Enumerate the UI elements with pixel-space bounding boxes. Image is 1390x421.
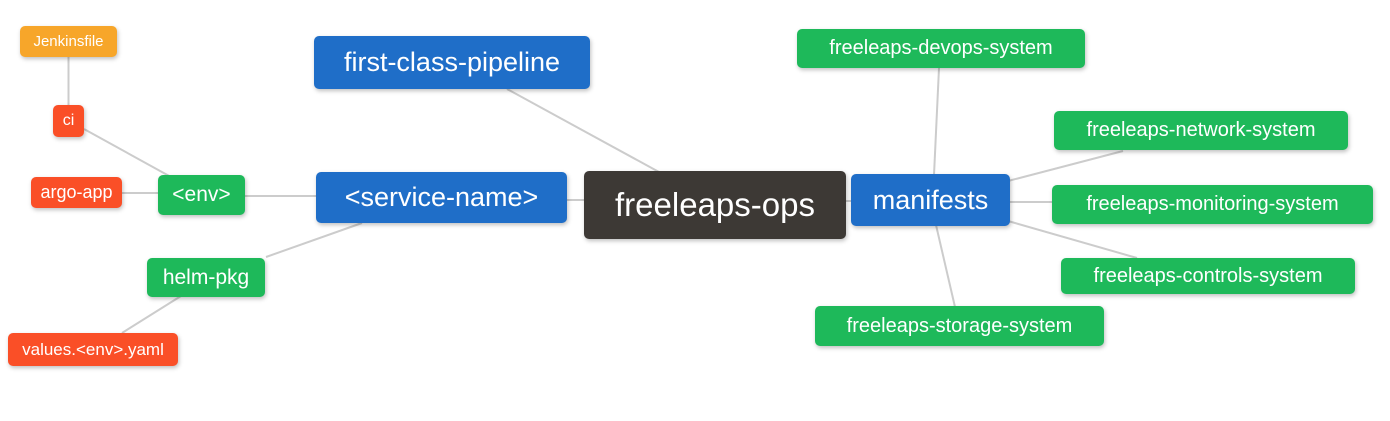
node-first-class-pipeline[interactable]: first-class-pipeline bbox=[314, 36, 590, 89]
edge-manifests-network-system bbox=[1007, 150, 1124, 182]
node-freeleaps-monitoring-system[interactable]: freeleaps-monitoring-system bbox=[1052, 185, 1373, 224]
node-freeleaps-controls-system[interactable]: freeleaps-controls-system bbox=[1061, 258, 1355, 294]
edge-first-class-pipeline-ops bbox=[506, 88, 660, 173]
edge-manifests-devops-system bbox=[933, 67, 940, 176]
node-jenkinsfile[interactable]: Jenkinsfile bbox=[20, 26, 117, 57]
node-manifests[interactable]: manifests bbox=[851, 174, 1010, 226]
node-service-name[interactable]: <service-name> bbox=[316, 172, 567, 223]
edge-values-env-yaml-helm-pkg bbox=[121, 295, 182, 334]
node-values-env-yaml[interactable]: values.<env>.yaml bbox=[8, 333, 178, 366]
node-argo-app[interactable]: argo-app bbox=[31, 177, 122, 208]
edge-manifests-controls-system bbox=[1007, 220, 1138, 259]
node-ci[interactable]: ci bbox=[53, 105, 84, 137]
node-helm-pkg[interactable]: helm-pkg bbox=[147, 258, 265, 297]
node-freeleaps-ops-root[interactable]: freeleaps-ops bbox=[584, 171, 846, 239]
edge-service-name-helm-pkg bbox=[265, 222, 363, 258]
node-freeleaps-storage-system[interactable]: freeleaps-storage-system bbox=[815, 306, 1104, 346]
node-freeleaps-devops-system[interactable]: freeleaps-devops-system bbox=[797, 29, 1085, 68]
node-env[interactable]: <env> bbox=[158, 175, 245, 215]
edge-ci-env bbox=[83, 128, 172, 178]
node-freeleaps-network-system[interactable]: freeleaps-network-system bbox=[1054, 111, 1348, 150]
edge-manifests-storage-system bbox=[935, 224, 956, 308]
